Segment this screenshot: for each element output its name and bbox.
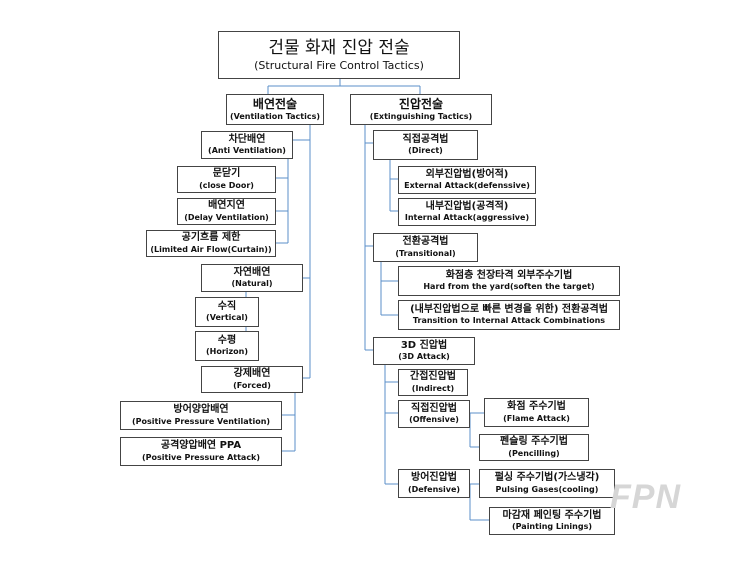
ppv-node: 방어양압배연 (Positive Pressure Ventilation)	[120, 401, 282, 430]
limited-air-flow-ko: 공기흐름 제한	[181, 232, 241, 244]
close-door-ko: 문닫기	[212, 168, 241, 180]
root-node: 건물 화재 진압 전술 (Structural Fire Control Tac…	[218, 31, 460, 79]
external-attack-ko: 외부진압법(방어적)	[425, 168, 509, 180]
delay-ventilation-node: 배연지연 (Delay Ventilation)	[177, 198, 276, 225]
transitional-en: (Transitional)	[395, 248, 456, 258]
root-title-ko: 건물 화재 진압 전술	[268, 37, 410, 58]
transition-combinations-ko: (내부진압법으로 빠른 변경을 위한) 전환공격법	[410, 303, 608, 315]
direct-en: (Direct)	[408, 146, 443, 156]
anti-ventilation-ko: 차단배연	[228, 133, 266, 145]
internal-attack-ko: 내부진압법(공격적)	[425, 200, 509, 212]
root-title-en: (Structural Fire Control Tactics)	[254, 58, 424, 72]
limited-air-flow-node: 공기흐름 제한 (Limited Air Flow(Curtain))	[146, 230, 276, 257]
ppv-en: (Positive Pressure Ventilation)	[131, 416, 271, 426]
defensive-en: (Defensive)	[407, 484, 461, 494]
extinguishing-node: 진압전술 (Extinguishing Tactics)	[350, 94, 492, 125]
offensive-ko: 직접진압법	[411, 402, 457, 414]
delay-ventilation-ko: 배연지연	[208, 200, 245, 212]
horizon-en: (Horizon)	[205, 347, 249, 357]
direct-node: 직접공격법 (Direct)	[373, 130, 478, 160]
close-door-en: (close Door)	[199, 180, 254, 190]
ventilation-node: 배연전술 (Ventilation Tactics)	[226, 94, 324, 125]
internal-attack-en: Internal Attack(aggressive)	[404, 213, 530, 223]
hard-from-yard-ko: 화점층 천장타격 외부주수기법	[445, 269, 573, 281]
internal-attack-node: 내부진압법(공격적) Internal Attack(aggressive)	[398, 198, 536, 226]
indirect-ko: 간접진압법	[410, 371, 456, 383]
external-attack-en: External Attack(defenssive)	[404, 181, 530, 191]
anti-ventilation-en: (Anti Ventilation)	[208, 146, 286, 156]
forced-en: (Forced)	[233, 380, 271, 390]
vertical-ko: 수직	[217, 300, 237, 312]
natural-node: 자연배연 (Natural)	[201, 264, 303, 292]
offensive-en: (Offensive)	[409, 415, 459, 425]
transitional-node: 전환공격법 (Transitional)	[373, 233, 478, 262]
anti-ventilation-node: 차단배연 (Anti Ventilation)	[201, 131, 293, 159]
pulsing-gases-ko: 펄싱 주수기법(가스냉각)	[494, 472, 600, 484]
defensive-node: 방어진압법 (Defensive)	[398, 469, 470, 498]
painting-linings-en: (Painting Linings)	[511, 522, 593, 532]
vertical-en: (Vertical)	[206, 313, 248, 323]
transition-combinations-node: (내부진압법으로 빠른 변경을 위한) 전환공격법 Transition to …	[398, 300, 620, 330]
flame-attack-node: 화점 주수기법 (Flame Attack)	[484, 398, 589, 427]
natural-en: (Natural)	[231, 279, 273, 289]
pencilling-node: 펜슬링 주수기법 (Pencilling)	[479, 434, 589, 461]
vertical-node: 수직 (Vertical)	[195, 297, 259, 327]
hard-from-yard-node: 화점층 천장타격 외부주수기법 Hard from the yard(softe…	[398, 266, 620, 296]
extinguishing-en: (Extinguishing Tactics)	[369, 112, 473, 121]
external-attack-node: 외부진압법(방어적) External Attack(defenssive)	[398, 166, 536, 194]
delay-ventilation-en: (Delay Ventilation)	[184, 212, 269, 222]
direct-ko: 직접공격법	[402, 133, 449, 145]
close-door-node: 문닫기 (close Door)	[177, 166, 276, 193]
extinguishing-ko: 진압전술	[398, 97, 444, 111]
horizon-node: 수평 (Horizon)	[195, 331, 259, 361]
attack-3d-en: (3D Attack)	[398, 352, 450, 362]
forced-node: 강제배연 (Forced)	[201, 366, 303, 393]
transitional-ko: 전환공격법	[402, 236, 449, 248]
pulsing-gases-en: Pulsing Gases(cooling)	[495, 484, 599, 494]
ppa-en: (Positive Pressure Attack)	[141, 452, 261, 462]
pencilling-en: (Pencilling)	[508, 448, 560, 458]
offensive-node: 직접진압법 (Offensive)	[398, 400, 470, 428]
painting-linings-ko: 마감재 페인팅 주수기법	[502, 509, 602, 521]
horizon-ko: 수평	[217, 334, 237, 346]
painting-linings-node: 마감재 페인팅 주수기법 (Painting Linings)	[489, 507, 615, 535]
defensive-ko: 방어진압법	[411, 472, 457, 484]
natural-ko: 자연배연	[233, 266, 271, 278]
pulsing-gases-node: 펄싱 주수기법(가스냉각) Pulsing Gases(cooling)	[479, 469, 615, 498]
indirect-node: 간접진압법 (Indirect)	[398, 369, 468, 396]
limited-air-flow-en: (Limited Air Flow(Curtain))	[150, 244, 272, 254]
transition-combinations-en: Transition to Internal Attack Combinatio…	[412, 316, 606, 326]
forced-ko: 강제배연	[233, 368, 271, 380]
ppa-ko: 공격양압배연 PPA	[160, 440, 242, 452]
attack-3d-ko: 3D 진압법	[400, 339, 448, 351]
attack-3d-node: 3D 진압법 (3D Attack)	[373, 337, 475, 365]
fpn-watermark: FPN	[610, 478, 681, 516]
pencilling-ko: 펜슬링 주수기법	[500, 436, 568, 448]
ventilation-en: (Ventilation Tactics)	[229, 112, 321, 121]
flame-attack-ko: 화점 주수기법	[507, 401, 566, 413]
ppa-node: 공격양압배연 PPA (Positive Pressure Attack)	[120, 437, 282, 466]
indirect-en: (Indirect)	[411, 383, 455, 393]
ventilation-ko: 배연전술	[252, 97, 298, 111]
flame-attack-en: (Flame Attack)	[503, 413, 570, 423]
hard-from-yard-en: Hard from the yard(soften the target)	[423, 282, 595, 292]
ppv-ko: 방어양압배연	[173, 404, 229, 416]
